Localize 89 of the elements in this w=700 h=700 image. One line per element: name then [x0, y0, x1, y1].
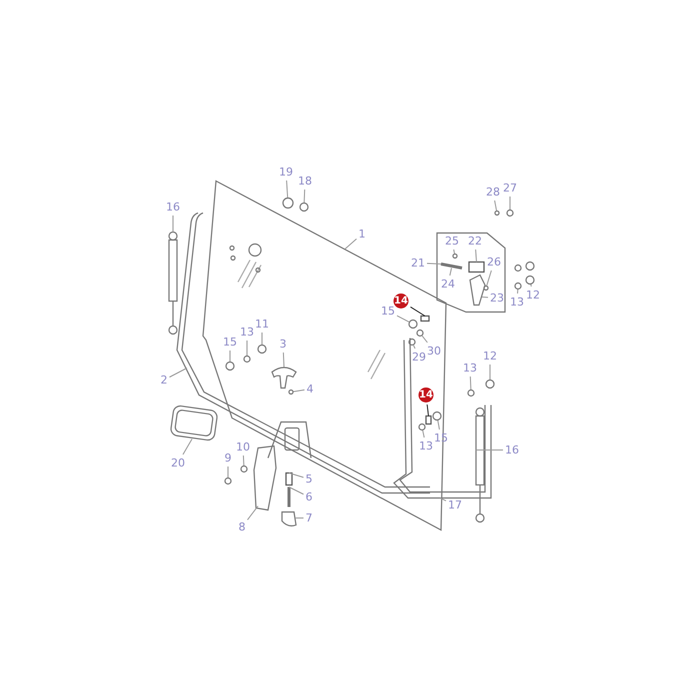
callout-number: 12 — [483, 350, 497, 362]
leader-line — [437, 420, 440, 430]
callout-number: 3 — [280, 338, 286, 350]
fastener — [506, 209, 514, 217]
leader-line — [517, 289, 518, 294]
callout-number: 5 — [306, 472, 312, 486]
callout-number: 16 — [166, 200, 180, 214]
callout-number: 6 — [306, 490, 312, 504]
callout-number: 26 — [487, 256, 501, 268]
hinge-plate — [469, 274, 486, 306]
fastener — [483, 285, 489, 291]
clip — [425, 415, 432, 425]
callout-number: 29 — [412, 350, 426, 364]
fastener — [485, 379, 495, 389]
callout-number: 23 — [490, 292, 504, 304]
leader-line — [470, 376, 472, 390]
fastener — [282, 197, 294, 209]
fastener — [418, 423, 426, 431]
leader-line — [453, 249, 455, 254]
callout-number: 14 — [418, 388, 434, 402]
callout-number: 28 — [486, 186, 500, 198]
callout-number: 17 — [448, 498, 462, 512]
leader-line — [426, 404, 429, 416]
callout-number: 21 — [411, 256, 425, 270]
fastener — [432, 411, 442, 421]
callout-number: 20 — [171, 456, 185, 470]
callout-number: 4 — [306, 382, 314, 396]
leader-line — [422, 430, 425, 438]
leader-line — [412, 344, 416, 349]
support-bracket — [253, 445, 277, 511]
callout-number: 10 — [236, 440, 250, 454]
callout-number: 27 — [503, 182, 517, 194]
leader-line — [426, 262, 442, 264]
gas-strut — [475, 407, 485, 523]
leader-line — [410, 306, 426, 316]
fastener — [299, 202, 309, 212]
leader-line — [494, 200, 498, 212]
fastener — [525, 275, 535, 285]
callout-number: 1 — [358, 228, 366, 240]
leader-line — [396, 315, 410, 322]
callout-number: 30 — [427, 344, 441, 358]
callout-number: 7 — [306, 512, 312, 524]
callout-number: 11 — [255, 318, 269, 330]
callout-number: 16 — [505, 444, 519, 456]
leader-line — [292, 389, 305, 392]
callout-number: 8 — [238, 520, 246, 534]
clip — [468, 261, 485, 273]
leader-line — [344, 238, 357, 250]
fastener — [494, 210, 500, 216]
gas-strut — [168, 231, 178, 335]
rod — [440, 262, 462, 270]
callout-number: 9 — [224, 452, 232, 464]
callout-number: 22 — [468, 234, 482, 248]
callout-number: 13 — [419, 440, 433, 452]
leader-line — [246, 340, 248, 356]
fastener — [408, 338, 416, 346]
callout-number: 13 — [240, 326, 254, 338]
callout-number: 2 — [160, 374, 168, 386]
callout-number: 15 — [381, 304, 395, 318]
leader-line — [172, 215, 174, 232]
callout-number: 15 — [223, 336, 237, 348]
leader-line — [242, 455, 244, 466]
callout-number: 18 — [298, 174, 312, 188]
leader-line — [182, 438, 192, 455]
leader-line — [286, 180, 288, 198]
fastener — [514, 282, 522, 290]
callout-number: 12 — [526, 288, 540, 302]
leader-line — [449, 268, 452, 276]
callout-number: 25 — [445, 234, 459, 248]
callout-number: 13 — [463, 362, 477, 374]
leader-line — [304, 189, 306, 203]
leader-line — [288, 472, 304, 478]
callout-number: 19 — [279, 166, 293, 178]
callout-number: 13 — [510, 296, 524, 308]
mirror — [170, 404, 218, 442]
leader-line — [440, 498, 446, 502]
leader-line — [288, 486, 304, 495]
rod — [288, 487, 290, 507]
leader-line — [422, 335, 428, 343]
clip — [281, 511, 297, 526]
leader-line — [482, 296, 488, 298]
leader-line — [282, 352, 284, 368]
fastener — [452, 253, 458, 259]
callout-number: 24 — [441, 278, 455, 290]
leader-line — [475, 249, 477, 262]
leader-line — [530, 284, 532, 287]
leader-line — [486, 270, 492, 286]
leader-line — [169, 368, 188, 378]
leader-line — [247, 506, 258, 520]
